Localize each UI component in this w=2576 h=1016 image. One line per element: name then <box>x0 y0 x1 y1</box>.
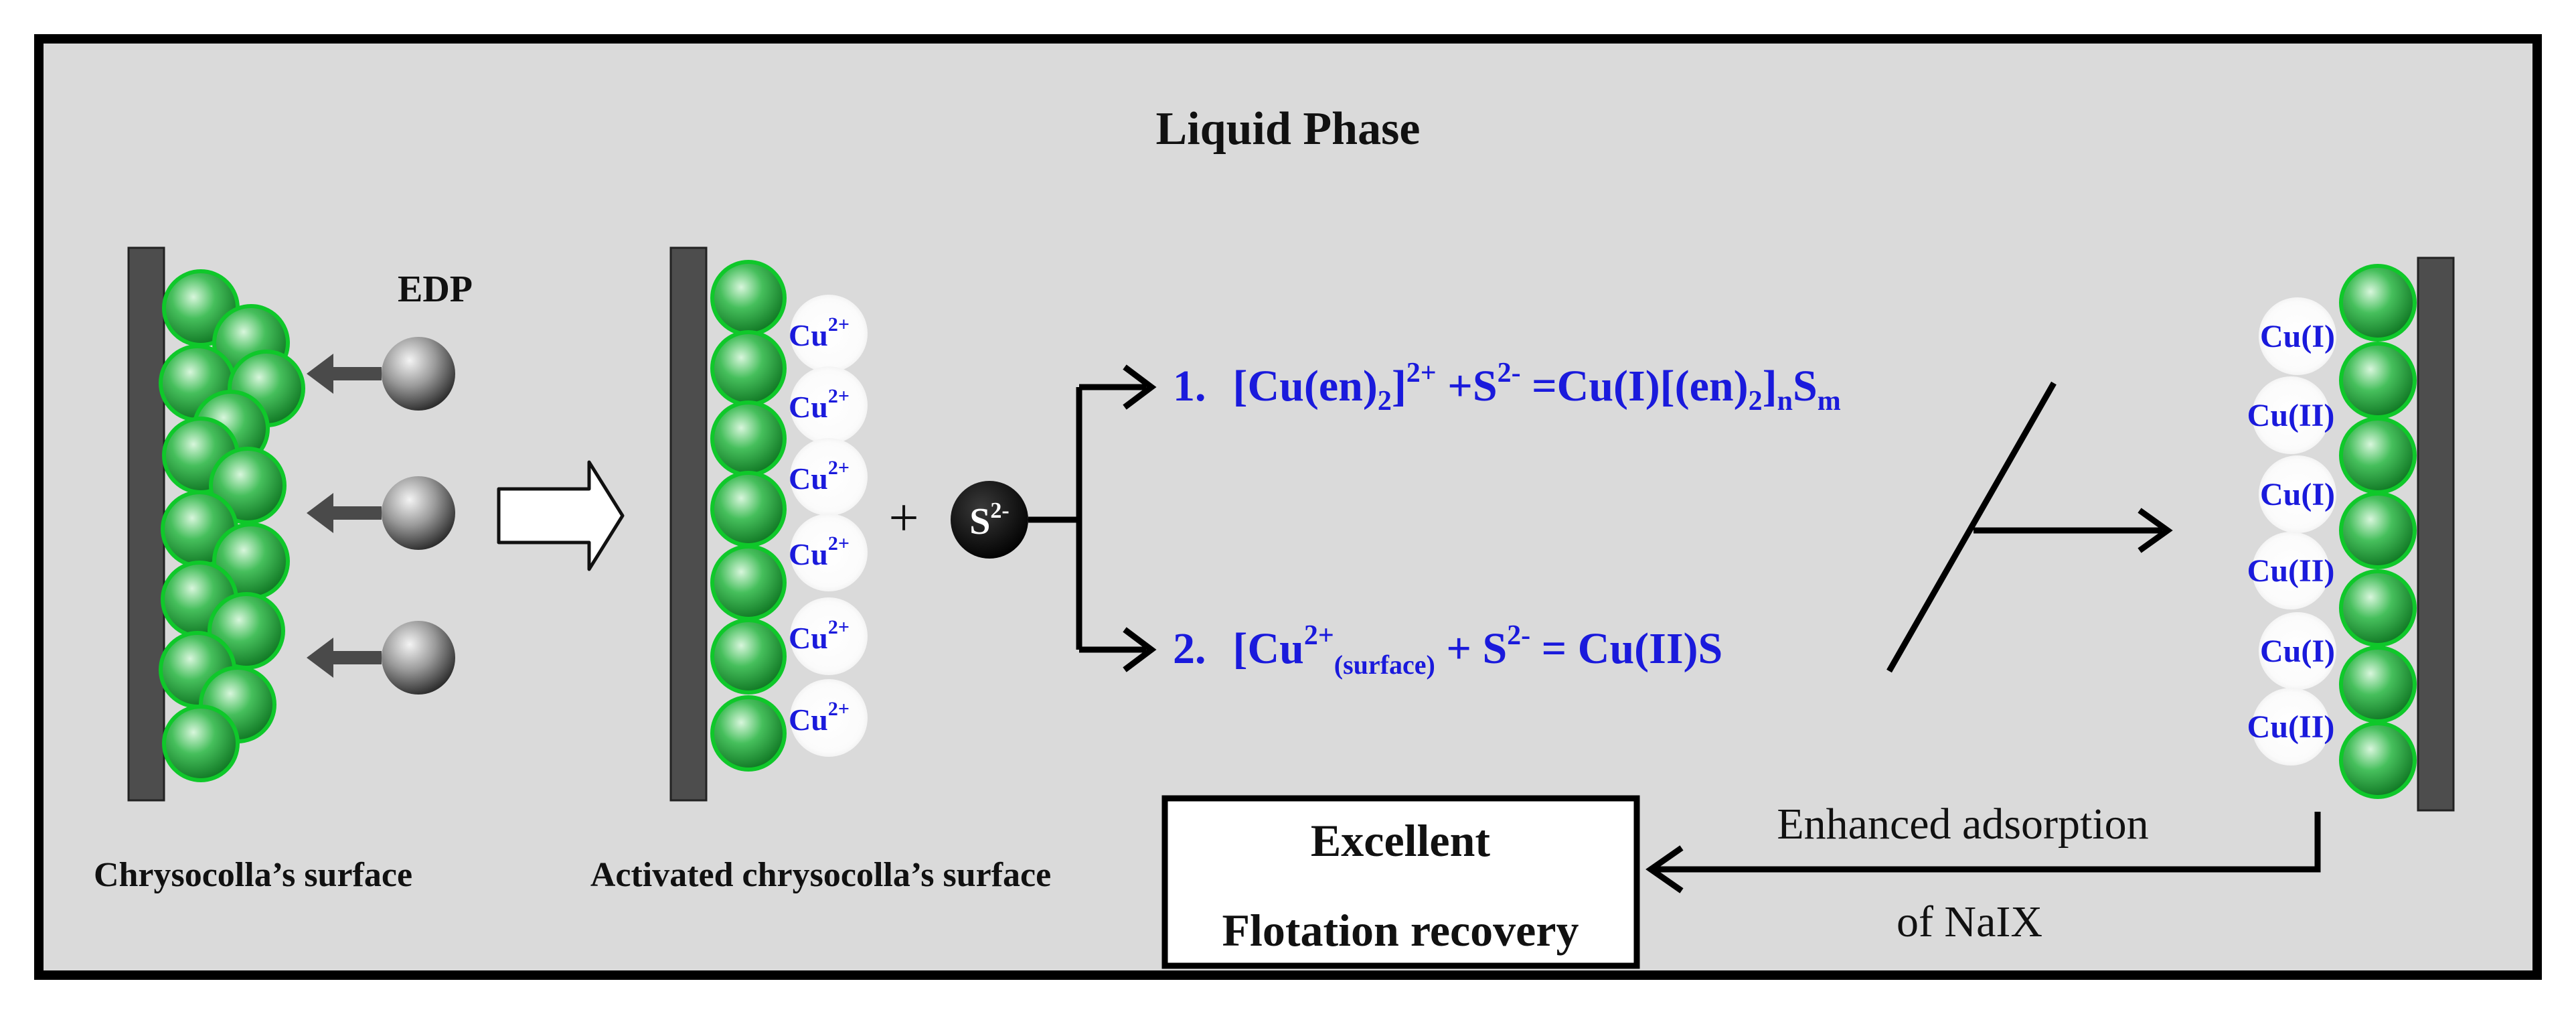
sulfide-ion-ball-icon <box>951 481 1028 559</box>
surface-species-icon <box>2259 297 2336 375</box>
cu2-ion-label: Cu2+ <box>789 385 850 424</box>
surface-species-icon <box>2252 688 2330 766</box>
surface-species-icon <box>2259 612 2336 690</box>
cu2-ion-icon <box>790 679 868 757</box>
arrowhead-right-icon <box>2138 508 2173 553</box>
result-line2: Flotation recovery <box>1222 905 1579 956</box>
activated-surface-group: Cu2+ Cu2+ Cu2+ Cu2+ Cu2+ Cu2+ <box>669 246 868 802</box>
adsorption-text-line1: Enhanced adsorption <box>1777 800 2148 849</box>
diagram-title: Liquid Phase <box>1156 103 1421 155</box>
green-particle-icon <box>2339 417 2417 494</box>
green-particle-icon <box>710 545 787 621</box>
cu2-ion-label: Cu2+ <box>789 616 850 655</box>
surface-species-label: Cu(II) <box>2247 709 2335 745</box>
process-block-arrow-icon <box>497 460 625 571</box>
green-particle-icon <box>710 260 787 336</box>
edp-arrow-1 <box>307 337 455 411</box>
arrowhead-bottom-icon <box>1123 627 1157 672</box>
cu2-ion-icon <box>790 597 868 675</box>
surface-species-label: Cu(I) <box>2260 319 2335 354</box>
plus-sign: + <box>888 489 918 548</box>
arrowhead-top-icon <box>1123 364 1157 410</box>
edp-ball-icon <box>382 476 455 550</box>
reaction-2: 2.[Cu2+(surface) + S2- = Cu(II)S <box>1173 620 1722 680</box>
green-particle-icon <box>162 705 240 782</box>
branch-arrows <box>1028 364 1157 672</box>
reaction-1: 1.[Cu(en)2]2+ +S2- =Cu(I)[(en)2]nSm <box>1173 358 1841 417</box>
cu2-ion-icon <box>790 438 868 516</box>
surface-bar-2 <box>669 246 708 802</box>
sulfide-ion: S2- <box>951 481 1028 559</box>
merge-arrows <box>1886 381 2173 673</box>
green-particle-icon <box>209 447 287 524</box>
surface-species-label: Cu(II) <box>2247 553 2335 589</box>
edp-ball-icon <box>382 337 455 411</box>
svg-text:S2-: S2- <box>969 498 1009 542</box>
cu2-ion-label: Cu2+ <box>789 532 850 571</box>
green-particle-icon <box>2339 492 2417 569</box>
caption-chrysocolla: Chrysocolla’s surface <box>94 856 412 894</box>
cu2-ion-icon <box>790 295 868 372</box>
caption-activated: Activated chrysocolla’s surface <box>590 856 1051 894</box>
surface-species-icon <box>2259 455 2336 533</box>
result-line1: Excellent <box>1311 815 1491 866</box>
green-particle-icon <box>2339 264 2417 342</box>
edp-arrow-2 <box>307 476 455 550</box>
surface-bar-1 <box>127 246 165 802</box>
green-particle-icon <box>710 695 787 772</box>
return-arrow <box>1645 812 2321 893</box>
green-particle-icon <box>710 618 787 695</box>
green-particle-icon <box>2339 646 2417 723</box>
sulfide-charge: 2- <box>990 498 1009 523</box>
sulfide-base: S <box>969 501 990 542</box>
cu2-ion-label: Cu2+ <box>789 457 850 496</box>
green-particle-icon <box>2339 342 2417 419</box>
surface-species-icon <box>2252 376 2330 454</box>
product-surface-group: Cu(I) Cu(II) Cu(I) Cu(II) Cu(I) Cu(II) <box>2247 257 2455 812</box>
result-box: Excellent Flotation recovery <box>1161 795 1640 969</box>
green-particle-icon <box>710 330 787 407</box>
green-particle-icon <box>2339 721 2417 799</box>
edp-label: EDP <box>398 269 473 310</box>
adsorption-text-line2: of NaIX <box>1897 897 2042 946</box>
surface-bar-3 <box>2417 257 2455 812</box>
edp-arrow-3 <box>307 621 455 695</box>
green-particle-icon <box>2339 569 2417 647</box>
surface-species-label: Cu(II) <box>2247 398 2335 433</box>
cu2-ion-label: Cu2+ <box>789 313 850 352</box>
surface-species-icon <box>2252 532 2330 609</box>
surface-species-label: Cu(I) <box>2260 477 2335 512</box>
edp-molecules <box>307 337 455 695</box>
chrysocolla-surface-group <box>127 246 305 802</box>
surface-species-label: Cu(I) <box>2260 634 2335 669</box>
green-particle-icon <box>710 471 787 547</box>
cu2-ion-label: Cu2+ <box>789 698 850 737</box>
cu2-ion-icon <box>790 514 868 591</box>
cu2-ion-icon <box>790 366 868 444</box>
edp-ball-icon <box>382 621 455 695</box>
arrowhead-left-icon <box>1645 845 1684 893</box>
green-particle-icon <box>710 401 787 477</box>
